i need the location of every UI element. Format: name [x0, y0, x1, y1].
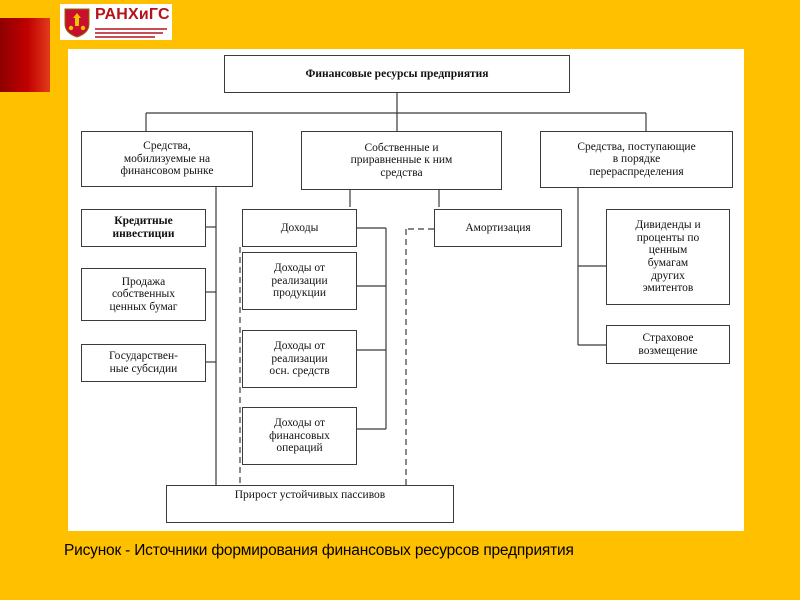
income-item-node: Доходы от реализации осн. средств — [242, 330, 357, 388]
figure-caption: Рисунок - Источники формирования финансо… — [64, 542, 574, 559]
logo: РАНХиГС — [60, 4, 172, 40]
income-item-node: Доходы от реализации продукции — [242, 252, 357, 310]
branch-market-node: Средства, мобилизуемые на финансовом рын… — [81, 131, 253, 187]
logo-tagline-line — [95, 32, 163, 34]
branch-redistribution-node: Средства, поступающие в порядке перерасп… — [540, 131, 733, 188]
market-item-node: Продажа собственных ценных бумаг — [81, 268, 206, 321]
income-node: Доходы — [242, 209, 357, 247]
connector-lines — [145, 93, 647, 485]
diagram-panel: Финансовые ресурсы предприятия Средства,… — [68, 49, 744, 531]
amortization-node: Амортизация — [434, 209, 562, 247]
redistribution-item-node: Дивиденды и проценты по ценным бумагам д… — [606, 209, 730, 305]
income-item-node: Доходы от финансовых операций — [242, 407, 357, 465]
emblem-icon — [64, 8, 90, 38]
branch-own-node: Собственные и приравненные к ним средств… — [301, 131, 502, 190]
liabilities-node: Прирост устойчивых пассивов — [166, 485, 454, 523]
red-accent-block — [0, 18, 50, 92]
market-item-node: Кредитные инвестиции — [81, 209, 206, 247]
root-node: Финансовые ресурсы предприятия — [224, 55, 570, 93]
redistribution-item-node: Страховое возмещение — [606, 325, 730, 364]
logo-tagline-line — [95, 28, 167, 30]
logo-name: РАНХиГС — [95, 6, 170, 23]
market-item-node: Государствен- ные субсидии — [81, 344, 206, 382]
logo-tagline-line — [95, 36, 155, 38]
